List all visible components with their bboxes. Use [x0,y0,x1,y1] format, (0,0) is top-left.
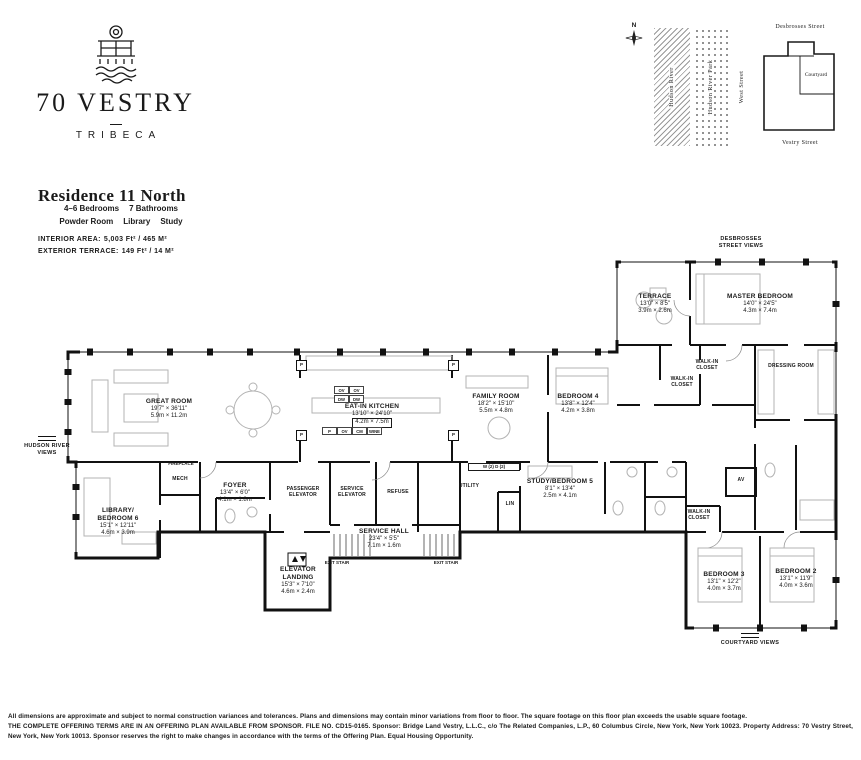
page-title: Residence 11 North [38,186,186,206]
window-glyph-icon [741,633,759,638]
courtyard-label: Courtyard [804,72,828,78]
view-label-hudson-river: HUDSON RIVER VIEWS [18,436,76,457]
room-label-bedroom-4: BEDROOM 4 13'8" × 12'4" 4.2m × 3.8m [557,393,599,415]
label-refuse: REFUSE [387,489,409,495]
compass: N [622,22,646,52]
interior-area-value: 5,003 Ft² / 465 M² [103,236,168,243]
extra-study: Study [160,217,183,226]
legal-footer: All dimensions are approximate and subje… [8,712,853,742]
brand-divider [109,124,122,125]
elevator-icon [287,552,307,567]
label-washer-dryer: W (2) D (2) [468,463,520,471]
residence-features-line2: Powder Room Library Study [30,217,212,226]
desbrosses-street-label: Desbrosses Street [775,24,825,30]
view-label-courtyard: COURTYARD VIEWS [705,633,795,647]
residence-features-line1: 4–6 Bedrooms 7 Bathrooms [30,204,212,213]
column-p-label: P [296,430,307,441]
brand-district: TRIBECA [75,130,162,141]
room-label-bedroom-3: BEDROOM 3 13'1" × 12'2" 4.0m × 3.7m [703,571,745,593]
label-utility: UTILITY [458,483,480,489]
label-exit-stair-left: EXIT STAIR [324,560,350,565]
exterior-terrace-label: EXTERIOR TERRACE: [38,248,119,255]
interior-area-label: INTERIOR AREA: [38,236,101,243]
stair-treads [333,534,455,556]
brand: 70 VESTRY TRIBECA [28,22,203,141]
label-exit-stair-right: EXIT STAIR [433,560,459,565]
exterior-terrace-area: EXTERIOR TERRACE:149 Ft² / 14 M² [38,248,174,255]
bedrooms-count: 4–6 Bedrooms [63,204,120,213]
site-map: N Hudson River Hudson River Park West St… [618,22,846,154]
room-label-elevator-landing: ELEVATOR LANDING 15'3" × 7'10" 4.6m × 2.… [280,566,316,596]
oven-label: OV [337,427,352,435]
oven-label: OV [349,386,364,394]
compass-n-label: N [631,22,637,29]
label-av: AV [737,477,745,483]
column-p-label: P [296,360,307,371]
label-passenger-elevator: PASSENGER ELEVATOR [286,486,320,499]
label-walk-in-closet-2: WALK-IN CLOSET [670,376,694,389]
wine-fridge-label: WINE [367,427,382,435]
hudson-river-park-area: Hudson River Park [694,28,728,146]
view-label-desbrosses-street: DESBROSSES STREET VIEWS [718,236,764,250]
building-block-map: Desbrosses Street Courtyard Vestry Stree… [756,22,844,154]
footer-disclaimer: All dimensions are approximate and subje… [8,713,748,720]
av-closet-walls [725,467,757,497]
oven-label: OV [334,386,349,394]
room-label-foyer: FOYER 13'4" × 6'0" 4.1m × 1.8m [218,482,252,504]
brand-emblem [95,25,136,84]
room-label-master-bedroom: MASTER BEDROOM 14'0" × 24'5" 4.3m × 7.4m [727,293,793,315]
room-label-bedroom-2: BEDROOM 2 13'1" × 11'9" 4.0m × 3.6m [775,568,817,590]
room-label-study-bedroom-5: STUDY/BEDROOM 5 8'1" × 13'4" 2.5m × 4.1m [526,478,594,500]
room-label-service-hall: SERVICE HALL 23'4" × 5'5" 7.1m × 1.6m [359,528,409,550]
label-service-elevator: SERVICE ELEVATOR [338,486,366,499]
label-fireplace: FIREPLACE [168,461,194,466]
column-p-label: P [448,360,459,371]
room-label-terrace: TERRACE 13'0" × 8'5" 3.9m × 2.6m [638,293,672,315]
exterior-terrace-value: 149 Ft² / 14 M² [121,248,174,255]
footer-offering-terms: THE COMPLETE OFFERING TERMS ARE IN AN OF… [8,723,853,741]
door-arcs [199,299,801,549]
room-label-library-bedroom-6: LIBRARY/ BEDROOM 6 15'1" × 12'11" 4.6m ×… [97,507,139,537]
column-p-label: P [448,430,459,441]
pantry-label: P [322,427,337,435]
coffee-machine-label: CM [352,427,367,435]
dishwasher-label: DW [349,395,364,403]
room-label-eat-in-kitchen: EAT-IN KITCHEN 13'10" × 24'10" 4.2m × 7.… [318,403,426,428]
hudson-river-area: Hudson River [654,28,690,146]
plan-furniture [83,273,835,603]
window-glyph-icon [38,436,56,441]
dishwasher-label: DW [334,395,349,403]
label-lin: LIN [505,501,515,507]
plan-windows [64,258,840,632]
label-walk-in-closet-1: WALK-IN CLOSET [695,359,719,372]
bathrooms-count: 7 Bathrooms [129,204,179,213]
label-mech: MECH [172,476,188,482]
extra-library: Library [123,217,151,226]
interior-area: INTERIOR AREA:5,003 Ft² / 465 M² [38,236,167,243]
room-label-family-room: FAMILY ROOM 18'2" × 15'10" 5.5m × 4.8m [472,393,520,415]
label-dressing-room: DRESSING ROOM [768,363,814,369]
extra-powder-room: Powder Room [59,217,114,226]
vestry-street-label: Vestry Street [781,140,819,146]
compass-rose-icon [625,29,643,47]
building-footprint [763,41,835,131]
label-walk-in-closet-3: WALK-IN CLOSET [687,509,711,522]
room-label-great-room: GREAT ROOM 19'7" × 36'11" 5.9m × 11.2m [145,398,193,420]
brand-name: 70 VESTRY [36,88,195,117]
